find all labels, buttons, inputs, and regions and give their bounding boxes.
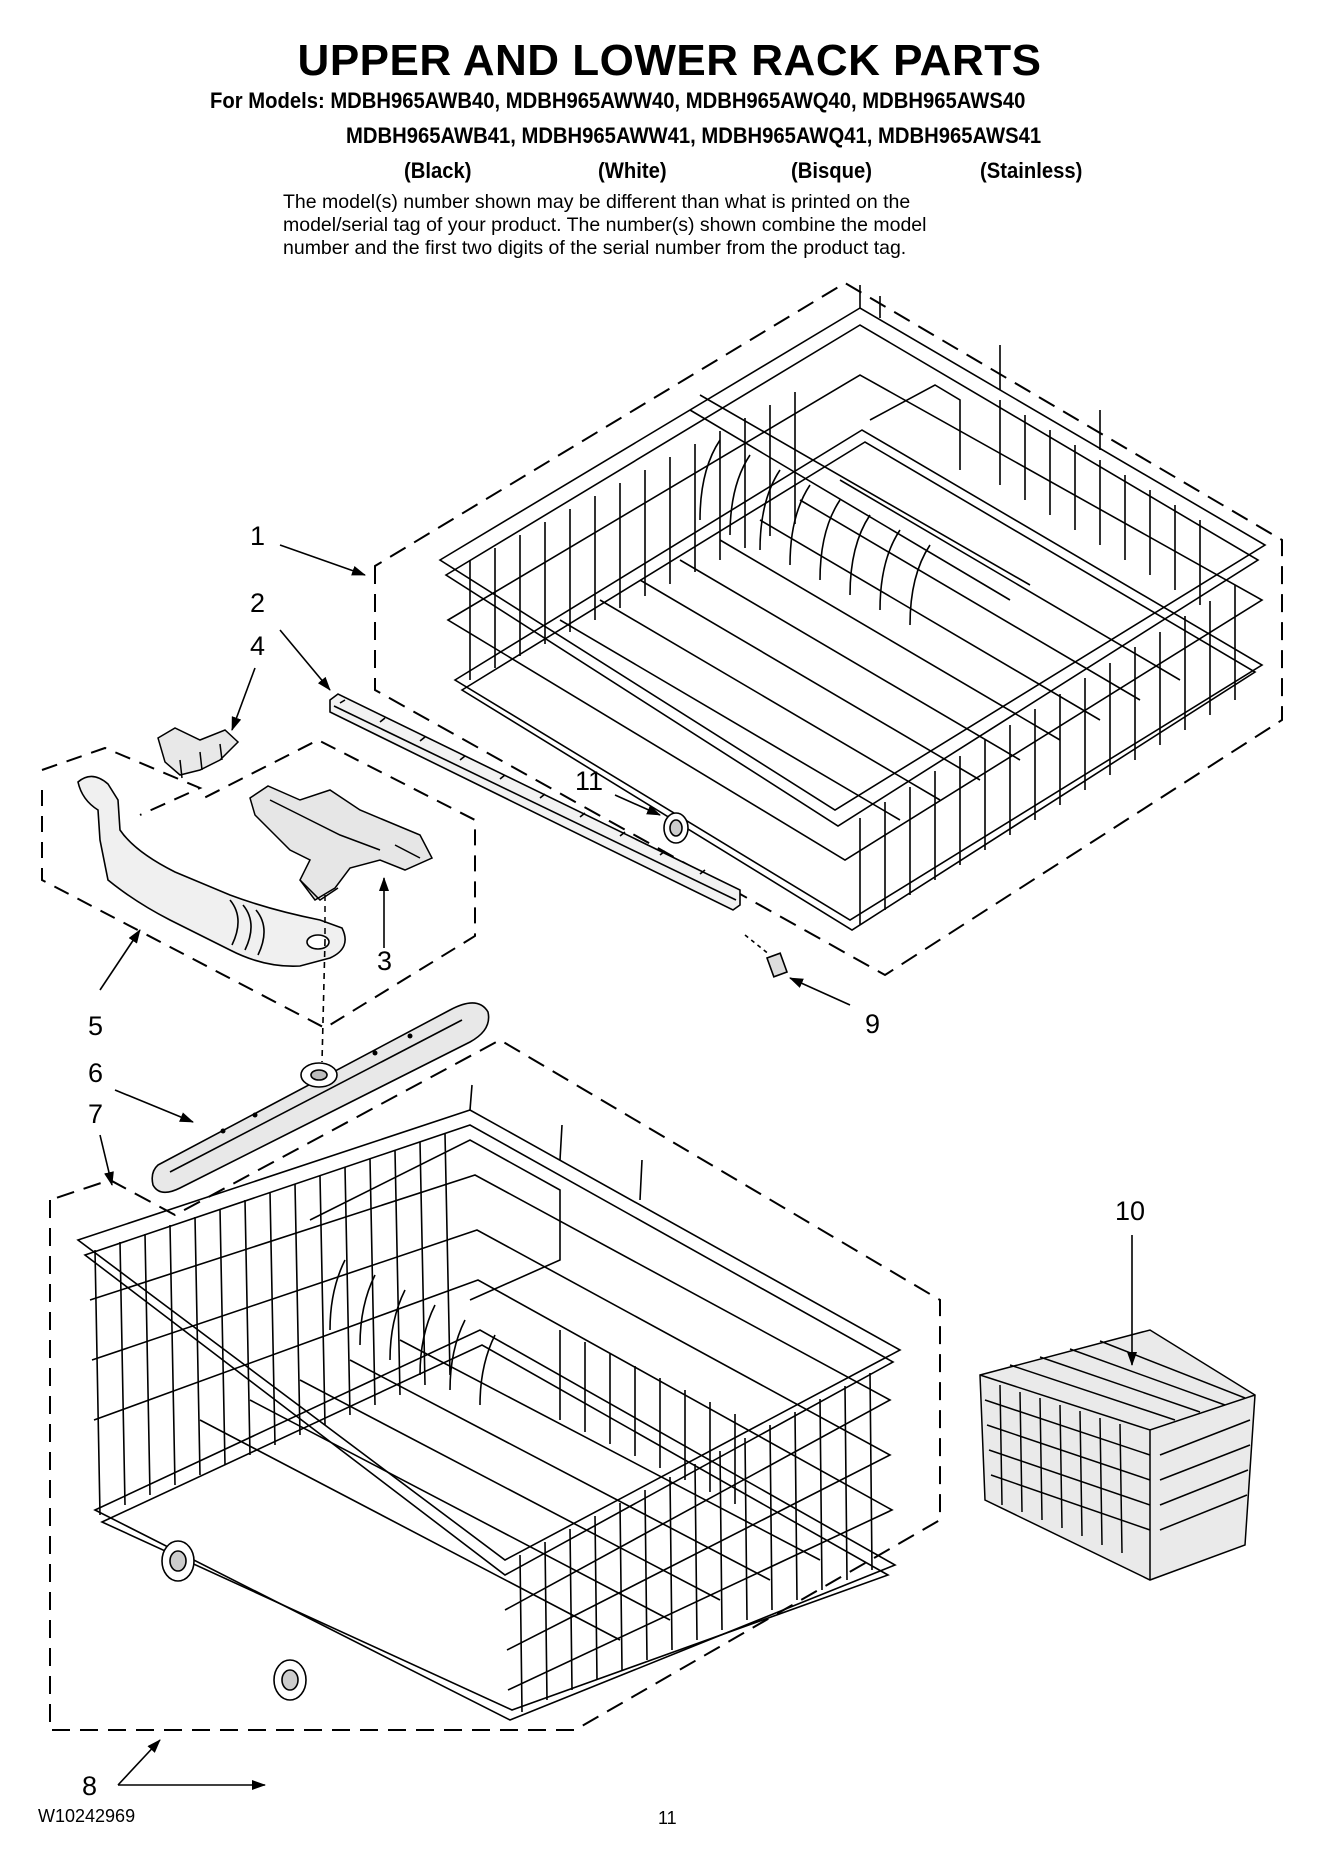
callout-1: 1 — [250, 521, 265, 551]
lower-rack-group — [49, 1038, 941, 1731]
track-rail — [329, 693, 741, 911]
arrow-6 — [114, 1089, 194, 1123]
page-title: UPPER AND LOWER RACK PARTS — [297, 36, 1042, 85]
model-list-line-1: For Models: MDBH965AWB40, MDBH965AWW40, … — [210, 88, 1026, 113]
track-stop-clip — [744, 934, 789, 978]
feed-tube-manifold-group — [41, 738, 476, 1030]
lower-rack-tines — [199, 1259, 821, 1641]
callout-2: 2 — [250, 588, 265, 618]
document-number: W10242969 — [38, 1806, 136, 1826]
basket-compartment-lines — [984, 1340, 1251, 1554]
callout-4: 4 — [250, 631, 265, 661]
callout-3: 3 — [377, 946, 392, 976]
upper-rack-front-tines — [469, 392, 796, 680]
arrow-9 — [789, 977, 851, 1006]
feed-tube-dashed-outline — [41, 738, 476, 1030]
feed-tube-drawing — [77, 775, 346, 967]
lower-wheel-right — [273, 1659, 307, 1701]
upper-rack-interior-tines — [559, 394, 1201, 821]
upper-rack-group — [374, 281, 1283, 977]
clip-dashed-outline — [41, 746, 203, 816]
arrow-2 — [279, 629, 331, 691]
callout-labels: 1 2 4 3 5 6 7 8 9 10 11 — [82, 521, 1145, 1801]
model-number-note: The model(s) number shown may be differe… — [283, 191, 1083, 260]
callout-arrows — [99, 544, 1137, 1790]
lower-rack-side-uprights — [519, 1372, 873, 1713]
spray-arm-drawing — [151, 939, 490, 1194]
upper-wheel — [663, 812, 689, 844]
callout-11: 11 — [575, 766, 603, 796]
rack-clip-group — [41, 727, 240, 816]
callout-5: 5 — [88, 1011, 103, 1041]
finish-white: (White) — [598, 158, 667, 183]
arrow-1 — [279, 544, 366, 576]
lower-wheels — [161, 1540, 307, 1701]
lower-wheel-left — [161, 1540, 195, 1582]
note-line-3: number and the first two digits of the s… — [283, 237, 907, 259]
arrow-8a — [117, 1739, 161, 1786]
note-line-1: The model(s) number shown may be differe… — [283, 191, 911, 213]
finish-bisque: (Bisque) — [791, 158, 872, 183]
arrow-4 — [231, 667, 256, 731]
silverware-basket-drawing — [979, 1329, 1256, 1581]
page-number: 11 — [658, 1808, 677, 1828]
callout-9: 9 — [865, 1009, 880, 1039]
finish-stainless: (Stainless) — [980, 158, 1083, 183]
lower-rack-drawing — [76, 1084, 902, 1721]
callout-6: 6 — [88, 1058, 103, 1088]
callout-7: 7 — [88, 1099, 103, 1129]
arrow-5 — [99, 929, 141, 991]
callout-8: 8 — [82, 1771, 97, 1801]
callout-10: 10 — [1115, 1196, 1145, 1226]
lower-rack-dashed-outline — [49, 1038, 941, 1731]
finish-black: (Black) — [404, 158, 472, 183]
upper-rack-drawing — [438, 285, 1267, 931]
note-line-2: model/serial tag of your product. The nu… — [283, 214, 927, 236]
manifold-drawing — [249, 785, 434, 901]
upper-rack-dashed-outline — [374, 281, 1283, 977]
arrow-11 — [614, 794, 661, 816]
arrow-7 — [99, 1134, 114, 1186]
model-list-line-2: MDBH965AWB41, MDBH965AWW41, MDBH965AWQ41… — [346, 123, 1042, 148]
upper-rack-side-tines — [859, 585, 1236, 925]
